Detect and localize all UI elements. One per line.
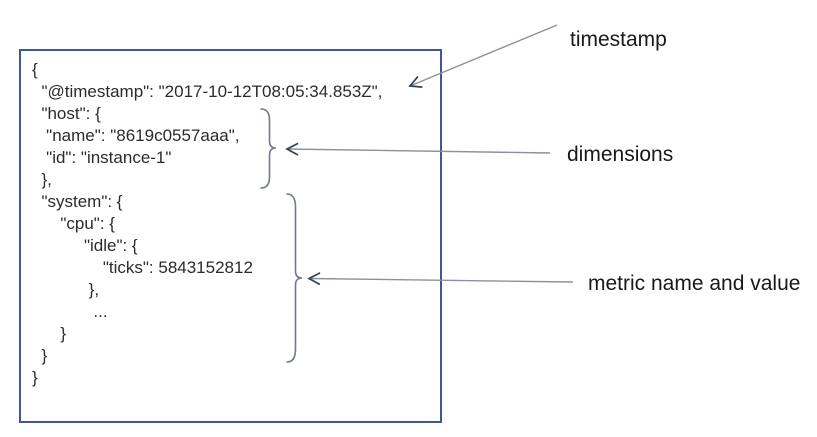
- metric-name-and-value-label: metric name and value: [588, 272, 801, 295]
- dimensions-label: dimensions: [567, 143, 674, 166]
- timestamp-label: timestamp: [570, 28, 667, 51]
- json-code: { "@timestamp": "2017-10-12T08:05:34.853…: [32, 60, 383, 387]
- json-document-box: { "@timestamp": "2017-10-12T08:05:34.853…: [19, 49, 442, 423]
